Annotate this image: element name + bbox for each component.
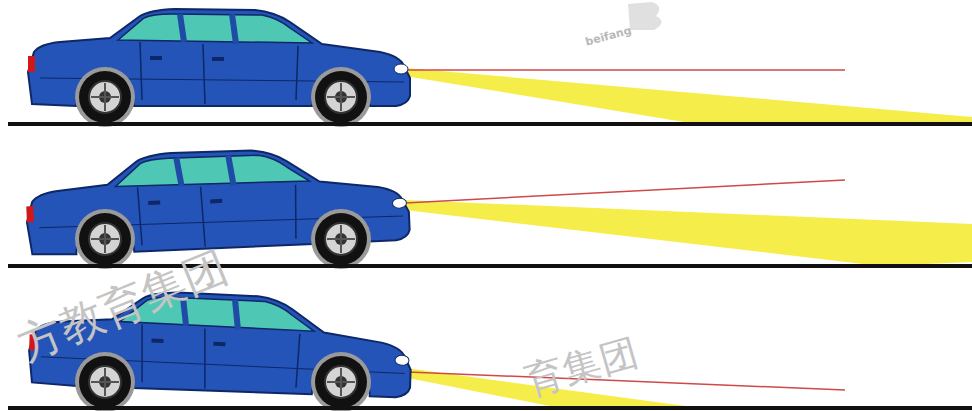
light-beam bbox=[405, 200, 972, 266]
reference-line bbox=[405, 69, 845, 71]
light-beam bbox=[405, 68, 972, 123]
watermark-text: beifang bbox=[584, 24, 633, 49]
ground-line bbox=[8, 406, 972, 410]
ground-line bbox=[8, 122, 972, 126]
car bbox=[28, 9, 410, 127]
reference-line bbox=[405, 180, 845, 203]
watermark: beifang bbox=[584, 24, 633, 49]
watermark-logo bbox=[628, 2, 662, 30]
watermark-text: 育集团 bbox=[521, 329, 643, 403]
